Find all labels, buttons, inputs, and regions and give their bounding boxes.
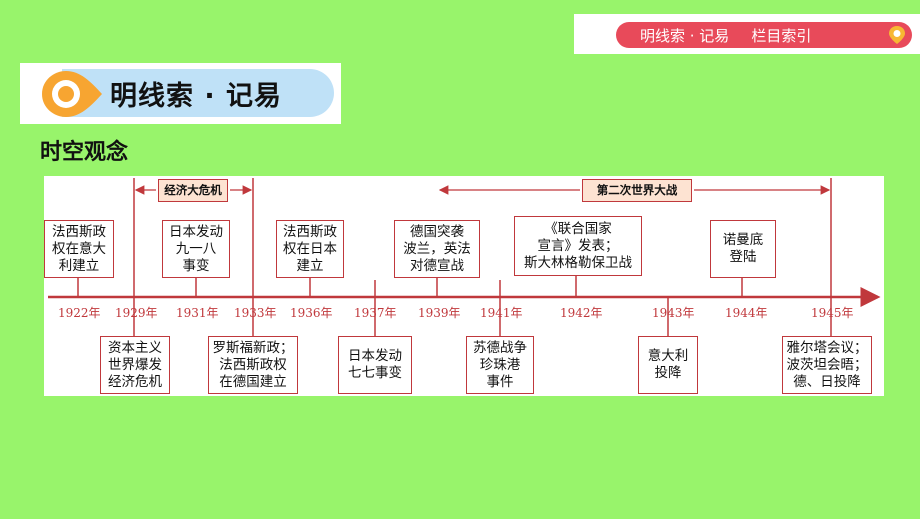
year-1939: 1939年 xyxy=(418,306,461,320)
nav-pill: 明线索 · 记易 栏目索引 xyxy=(616,22,912,48)
year-1937: 1937年 xyxy=(354,306,397,320)
event-1922: 法西斯政 权在意大 利建立 xyxy=(44,220,114,278)
nav-link-index[interactable]: 栏目索引 xyxy=(751,26,812,45)
timeline-graphics xyxy=(48,178,881,336)
header-band xyxy=(62,69,334,117)
top-nav: 明线索 · 记易 栏目索引 xyxy=(574,14,920,54)
year-1941: 1941年 xyxy=(480,306,523,320)
event-1942: 《联合国家 宣言》发表； 斯大林格勒保卫战 xyxy=(514,216,642,276)
year-1942: 1942年 xyxy=(560,306,603,320)
year-1931: 1931年 xyxy=(176,306,219,320)
event-connectors xyxy=(77,264,832,336)
year-1936: 1936年 xyxy=(290,306,333,320)
event-1936: 法西斯政 权在日本 建立 xyxy=(276,220,344,278)
timeline-panel: 经济大危机 第二次世界大战 法西斯政 权在意大 利建立 日本发动 九一八 事变 … xyxy=(44,176,884,396)
event-1933: 罗斯福新政； 法西斯政权 在德国建立 xyxy=(208,336,298,394)
event-1944: 诺曼底 登陆 xyxy=(710,220,776,278)
nav-link-clue[interactable]: 明线索 · 记易 xyxy=(640,26,730,45)
year-1945: 1945年 xyxy=(811,306,854,320)
period-economic-crisis: 经济大危机 xyxy=(158,179,228,202)
event-1943: 意大利 投降 xyxy=(638,336,698,394)
year-1944: 1944年 xyxy=(725,306,768,320)
event-1939: 德国突袭 波兰，英法 对德宣战 xyxy=(394,220,480,278)
event-1929: 资本主义 世界爆发 经济危机 xyxy=(100,336,170,394)
event-1941: 苏德战争 珍珠港 事件 xyxy=(466,336,534,394)
event-1931: 日本发动 九一八 事变 xyxy=(162,220,230,278)
year-1929: 1929年 xyxy=(115,306,158,320)
event-1945: 雅尔塔会议； 波茨坦会晤； 德、日投降 xyxy=(782,336,872,394)
section-subtitle: 时空观念 xyxy=(40,140,129,165)
event-1937: 日本发动 七七事变 xyxy=(338,336,412,394)
year-1933: 1933年 xyxy=(234,306,277,320)
location-pin-icon xyxy=(42,71,102,117)
period-world-war-two: 第二次世界大战 xyxy=(582,179,692,202)
year-1922: 1922年 xyxy=(58,306,101,320)
location-pin-icon[interactable] xyxy=(886,24,908,46)
page-title: 明线索 · 记易 xyxy=(110,81,283,112)
section-header: 明线索 · 记易 xyxy=(20,63,341,124)
year-1943: 1943年 xyxy=(652,306,695,320)
